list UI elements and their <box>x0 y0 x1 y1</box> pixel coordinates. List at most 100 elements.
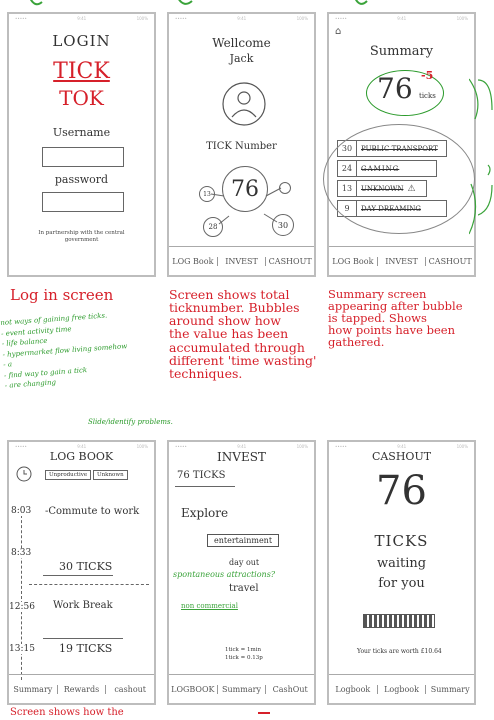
log-divider-dashed <box>29 584 149 585</box>
invest-item-dayout[interactable]: day out <box>229 558 260 567</box>
invest-rate-1: 1tick = 1min <box>225 647 262 653</box>
invest-ticks: 76 TICKS <box>177 470 226 481</box>
cashout-card-field[interactable] <box>363 614 435 628</box>
log-event-break[interactable]: Work Break <box>53 600 113 611</box>
password-label: password <box>54 173 109 186</box>
invest-item-travel[interactable]: travel <box>229 583 259 594</box>
explore-label: Explore <box>181 506 229 520</box>
tab-bar: Logbook Logbook Summary <box>329 674 474 703</box>
caption-summary: Summary screen appearing after bubble is… <box>328 287 463 350</box>
time-1: 8:03 <box>11 506 32 516</box>
logbook-title: LOG BOOK <box>49 450 114 463</box>
notes-left-tail: Slide/identify problems. <box>88 418 173 426</box>
summary-unit: ticks <box>419 92 436 100</box>
cashout-title: CASHOUT <box>371 450 432 463</box>
tab-logbook-b[interactable]: Logbook <box>376 684 426 694</box>
tick-total-bubble[interactable]: 76 <box>222 166 268 212</box>
invest-rate-2: 1tick = 0.13p <box>225 655 263 661</box>
time-2: 8:33 <box>11 548 32 558</box>
invest-note-noncommercial: non commercial <box>181 602 238 610</box>
caption-bottom: Screen shows how the <box>10 707 124 718</box>
partnership-text: In partnership with the central governme… <box>38 230 125 243</box>
lock-icon[interactable]: ⌂ <box>335 26 342 37</box>
cashout-ticks: TICKS <box>374 532 429 550</box>
caption-welcome: Screen shows total ticknumber. Bubbles a… <box>169 287 317 381</box>
tab-invest[interactable]: INVEST <box>216 256 266 266</box>
tab-logbook[interactable]: LOG Book <box>332 256 374 266</box>
password-input[interactable] <box>42 192 124 212</box>
user-name: Jack <box>229 52 254 65</box>
tick-total-value: 76 <box>231 176 259 202</box>
notes-left: not ways of gaining free ticks. - event … <box>0 311 128 390</box>
log-event-ticks-19[interactable]: 19 TICKS <box>59 642 113 655</box>
tab-logbook[interactable]: LOGBOOK <box>171 684 215 694</box>
invest-note-attractions: spontaneous attractions? <box>173 570 276 579</box>
login-title: LOGIN <box>52 32 111 50</box>
tab-summary[interactable]: Summary <box>13 684 53 694</box>
invest-ticks-underline <box>175 486 235 487</box>
filter-unknown[interactable]: Unknown <box>93 470 128 480</box>
tab-bar: LOG Book INVEST CASHOUT <box>329 246 474 275</box>
tab-invest[interactable]: INVEST <box>376 256 426 266</box>
filter-unproductive[interactable]: Unproductive <box>45 470 92 480</box>
tab-rewards[interactable]: Rewards <box>56 684 106 694</box>
red-mark <box>258 712 270 714</box>
cashout-for-you: for you <box>378 576 425 591</box>
username-label: Username <box>52 126 111 139</box>
logo-tok: TOK <box>59 86 104 110</box>
log-divider-1 <box>43 575 113 576</box>
tab-summary[interactable]: Summary <box>216 684 266 694</box>
invest-title: INVEST <box>217 450 266 464</box>
time-4: 13:15 <box>9 644 35 654</box>
tab-logbook-a[interactable]: Logbook <box>335 684 371 694</box>
green-annotation-edge <box>478 79 493 216</box>
avatar-icon <box>222 82 266 126</box>
tab-bar: LOGBOOK Summary CashOut <box>169 674 314 703</box>
summary-total-oval <box>366 70 444 116</box>
timeline-line <box>21 510 22 680</box>
clock-icon[interactable] <box>16 466 32 482</box>
log-divider-2 <box>43 638 123 639</box>
cashout-worth: Your ticks are worth £10.64 <box>357 648 442 655</box>
bubble-small[interactable] <box>279 182 291 194</box>
caption-login: Log in screen <box>10 286 114 304</box>
tab-cashout[interactable]: CASHOUT <box>425 256 474 266</box>
log-event-commute[interactable]: -Commute to work <box>45 506 140 517</box>
bubble-30[interactable]: 30 <box>272 214 294 236</box>
tab-bar: LOG Book INVEST CASHOUT <box>169 246 314 275</box>
tick-number-label: TICK Number <box>206 141 277 152</box>
tab-summary[interactable]: Summary <box>425 684 474 694</box>
check-mark-icon <box>29 0 368 6</box>
welcome-greeting: Wellcome <box>212 36 271 50</box>
summary-value: 76 <box>377 72 413 105</box>
bubble-28[interactable]: 28 <box>203 217 223 237</box>
username-input[interactable] <box>42 147 124 167</box>
invest-item-entertainment[interactable]: entertainment <box>207 534 280 547</box>
log-event-ticks-30[interactable]: 30 TICKS <box>59 560 113 573</box>
cashout-value: 76 <box>376 468 427 514</box>
green-annotation-curve <box>469 78 479 235</box>
tab-cashout[interactable]: cashout <box>105 684 154 694</box>
tab-cashout[interactable]: CASHOUT <box>265 256 314 266</box>
bubble-13[interactable]: 13 <box>199 186 215 202</box>
time-3: 12:56 <box>9 602 35 612</box>
summary-title: Summary <box>369 44 434 59</box>
summary-rows-circle <box>323 124 475 234</box>
tab-bar: Summary Rewards cashout <box>9 674 154 703</box>
logo-tick: TICK <box>53 59 110 84</box>
summary-delta: -5 <box>421 69 434 82</box>
tab-logbook[interactable]: LOG Book <box>172 256 214 266</box>
tab-cashout[interactable]: CashOut <box>265 684 314 694</box>
